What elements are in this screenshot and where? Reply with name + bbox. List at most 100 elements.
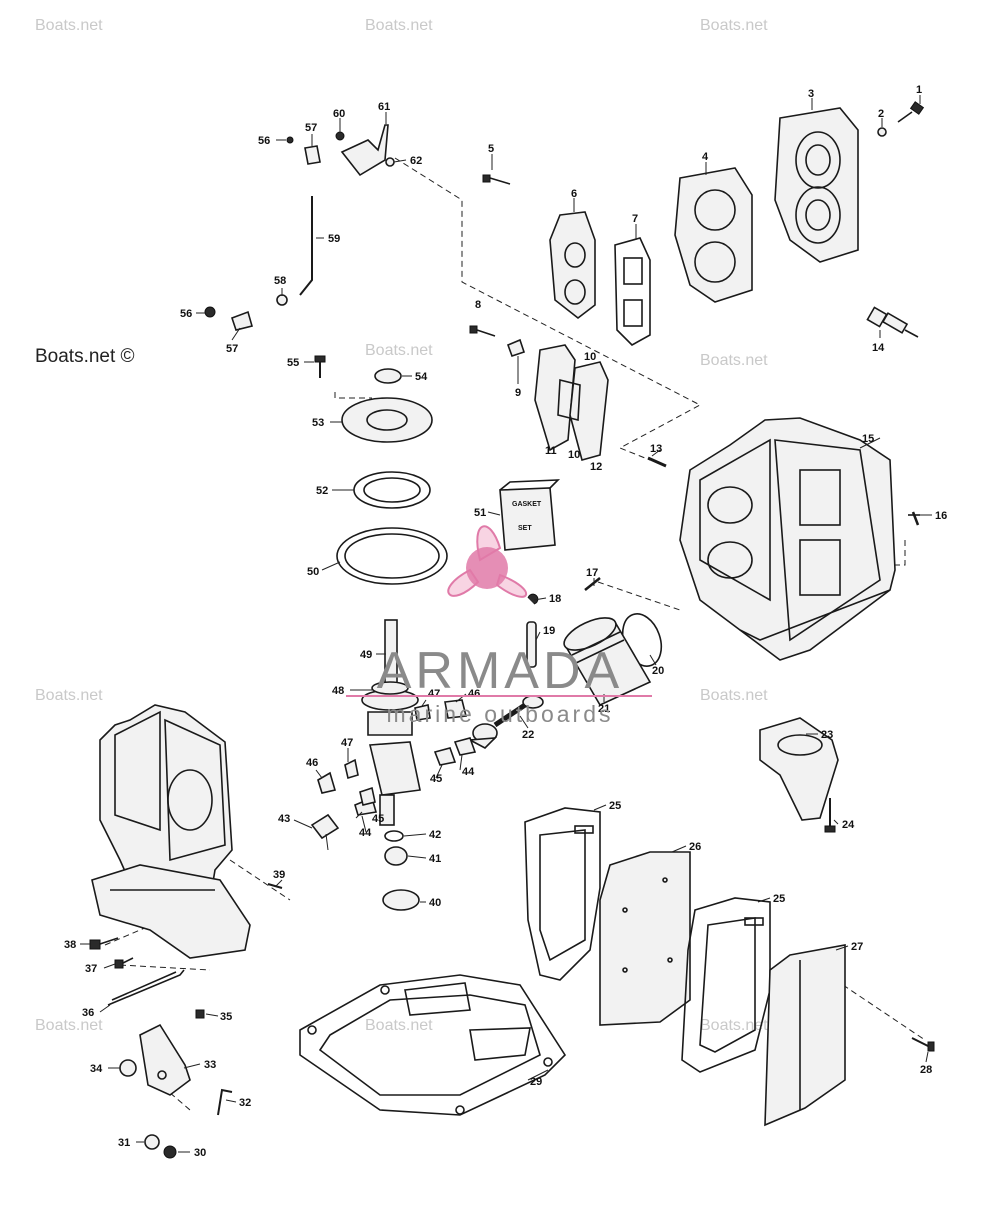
retainer-plate: [341, 397, 433, 443]
clip: [335, 131, 345, 141]
cylinder-block: [679, 417, 896, 661]
gasket: [353, 471, 431, 509]
watermark: Boats.net: [700, 17, 768, 34]
callout-14: 14: [872, 342, 885, 354]
callout-62: 62: [410, 155, 422, 167]
watermark: Boats.net: [365, 1017, 433, 1034]
callout-2: 2: [878, 108, 884, 120]
callout-10: 10: [584, 351, 596, 363]
screw: [469, 325, 496, 337]
bolt: [314, 355, 326, 378]
watermark: Boats.net: [35, 1017, 103, 1034]
clip: [286, 136, 294, 144]
needle-bearing: [317, 737, 477, 816]
callout-9: 9: [515, 387, 521, 399]
watermark: Boats.net: [365, 17, 433, 34]
roller-bearing: [384, 846, 408, 866]
o-ring: [384, 830, 404, 842]
callout-26: 26: [689, 841, 701, 853]
callout-45: 45: [372, 813, 384, 825]
rod-cap: [310, 813, 340, 840]
callout-47: 47: [341, 737, 353, 749]
bracket: [304, 145, 321, 165]
gasket-set-box: GASKET SET: [499, 479, 561, 551]
screw: [385, 157, 395, 167]
clip: [204, 306, 216, 318]
assembly-guides: [104, 157, 926, 1111]
callout-19: 19: [543, 625, 555, 637]
callout-11: 11: [545, 445, 557, 457]
crankcase: [91, 704, 251, 959]
brand-logo: ARMADA marine outboards: [346, 525, 652, 727]
propeller-hub: [466, 547, 508, 589]
callout-54: 54: [415, 371, 428, 383]
callout-6: 6: [571, 188, 577, 200]
callout-4: 4: [702, 151, 709, 163]
piston: [563, 617, 652, 707]
gasket-set-label: SET: [518, 525, 532, 532]
gasket-set-label: GASKET: [512, 501, 542, 508]
callout-37: 37: [85, 963, 97, 975]
callout-28: 28: [920, 1064, 932, 1076]
callout-17: 17: [586, 567, 598, 579]
fitting: [908, 511, 920, 526]
callout-61: 61: [378, 101, 390, 113]
callout-7: 7: [632, 213, 638, 225]
callout-50: 50: [307, 566, 319, 578]
propeller-blade: [495, 573, 528, 598]
adapter-plate: [599, 851, 691, 1026]
cylinder-head-cover: [774, 107, 859, 263]
callout-58: 58: [274, 275, 286, 287]
screw: [482, 174, 511, 185]
callout-52: 52: [316, 485, 328, 497]
callout-25: 25: [609, 800, 621, 812]
callout-16: 16: [935, 510, 947, 522]
spring-rod: [107, 969, 185, 1006]
callout-45: 45: [430, 773, 442, 785]
watermark: Boats.net: [365, 342, 433, 359]
callout-27: 27: [851, 941, 863, 953]
logo-tagline-text: marine outboards: [387, 701, 614, 727]
bolt: [114, 957, 134, 969]
callout-48: 48: [332, 685, 344, 697]
watermark: Boats.net: [700, 352, 768, 369]
callout-8: 8: [475, 299, 481, 311]
screw: [911, 1037, 935, 1052]
callout-33: 33: [204, 1059, 216, 1071]
callout-56: 56: [180, 308, 192, 320]
callout-30: 30: [194, 1147, 206, 1159]
transfer-cover-gasket: [614, 237, 651, 346]
bolt: [897, 101, 925, 123]
callout-labels: 1 2 3 4 5 6 7 8 9 10 11 10 12 13 14 15 1…: [64, 84, 947, 1159]
callout-18: 18: [549, 593, 561, 605]
grommet: [119, 1059, 137, 1077]
callout-22: 22: [522, 729, 534, 741]
locating-pin: [584, 577, 601, 591]
callout-32: 32: [239, 1097, 251, 1109]
callout-15: 15: [862, 433, 874, 445]
callout-24: 24: [842, 819, 855, 831]
wrist-pin: [526, 621, 537, 668]
callout-35: 35: [220, 1011, 232, 1023]
rod-end: [276, 294, 288, 306]
callout-59: 59: [328, 233, 340, 245]
watermark: Boats.net: [35, 17, 103, 34]
nut: [163, 1145, 177, 1159]
callout-5: 5: [488, 143, 494, 155]
throttle-lever: [340, 124, 389, 177]
callout-13: 13: [650, 443, 662, 455]
callout-56: 56: [258, 135, 270, 147]
hairpin-clip: [217, 1088, 233, 1116]
logo-brand-text: ARMADA: [377, 642, 623, 700]
callout-12: 12: [590, 461, 602, 473]
base-gasket: [299, 974, 567, 1116]
callout-57: 57: [305, 122, 317, 134]
bearing-cage: [414, 699, 467, 721]
o-ring: [336, 527, 448, 585]
reed-cover: [759, 717, 839, 821]
transfer-cover: [549, 211, 596, 320]
callout-55: 55: [287, 357, 299, 369]
screw: [824, 798, 836, 833]
washer: [877, 127, 887, 137]
